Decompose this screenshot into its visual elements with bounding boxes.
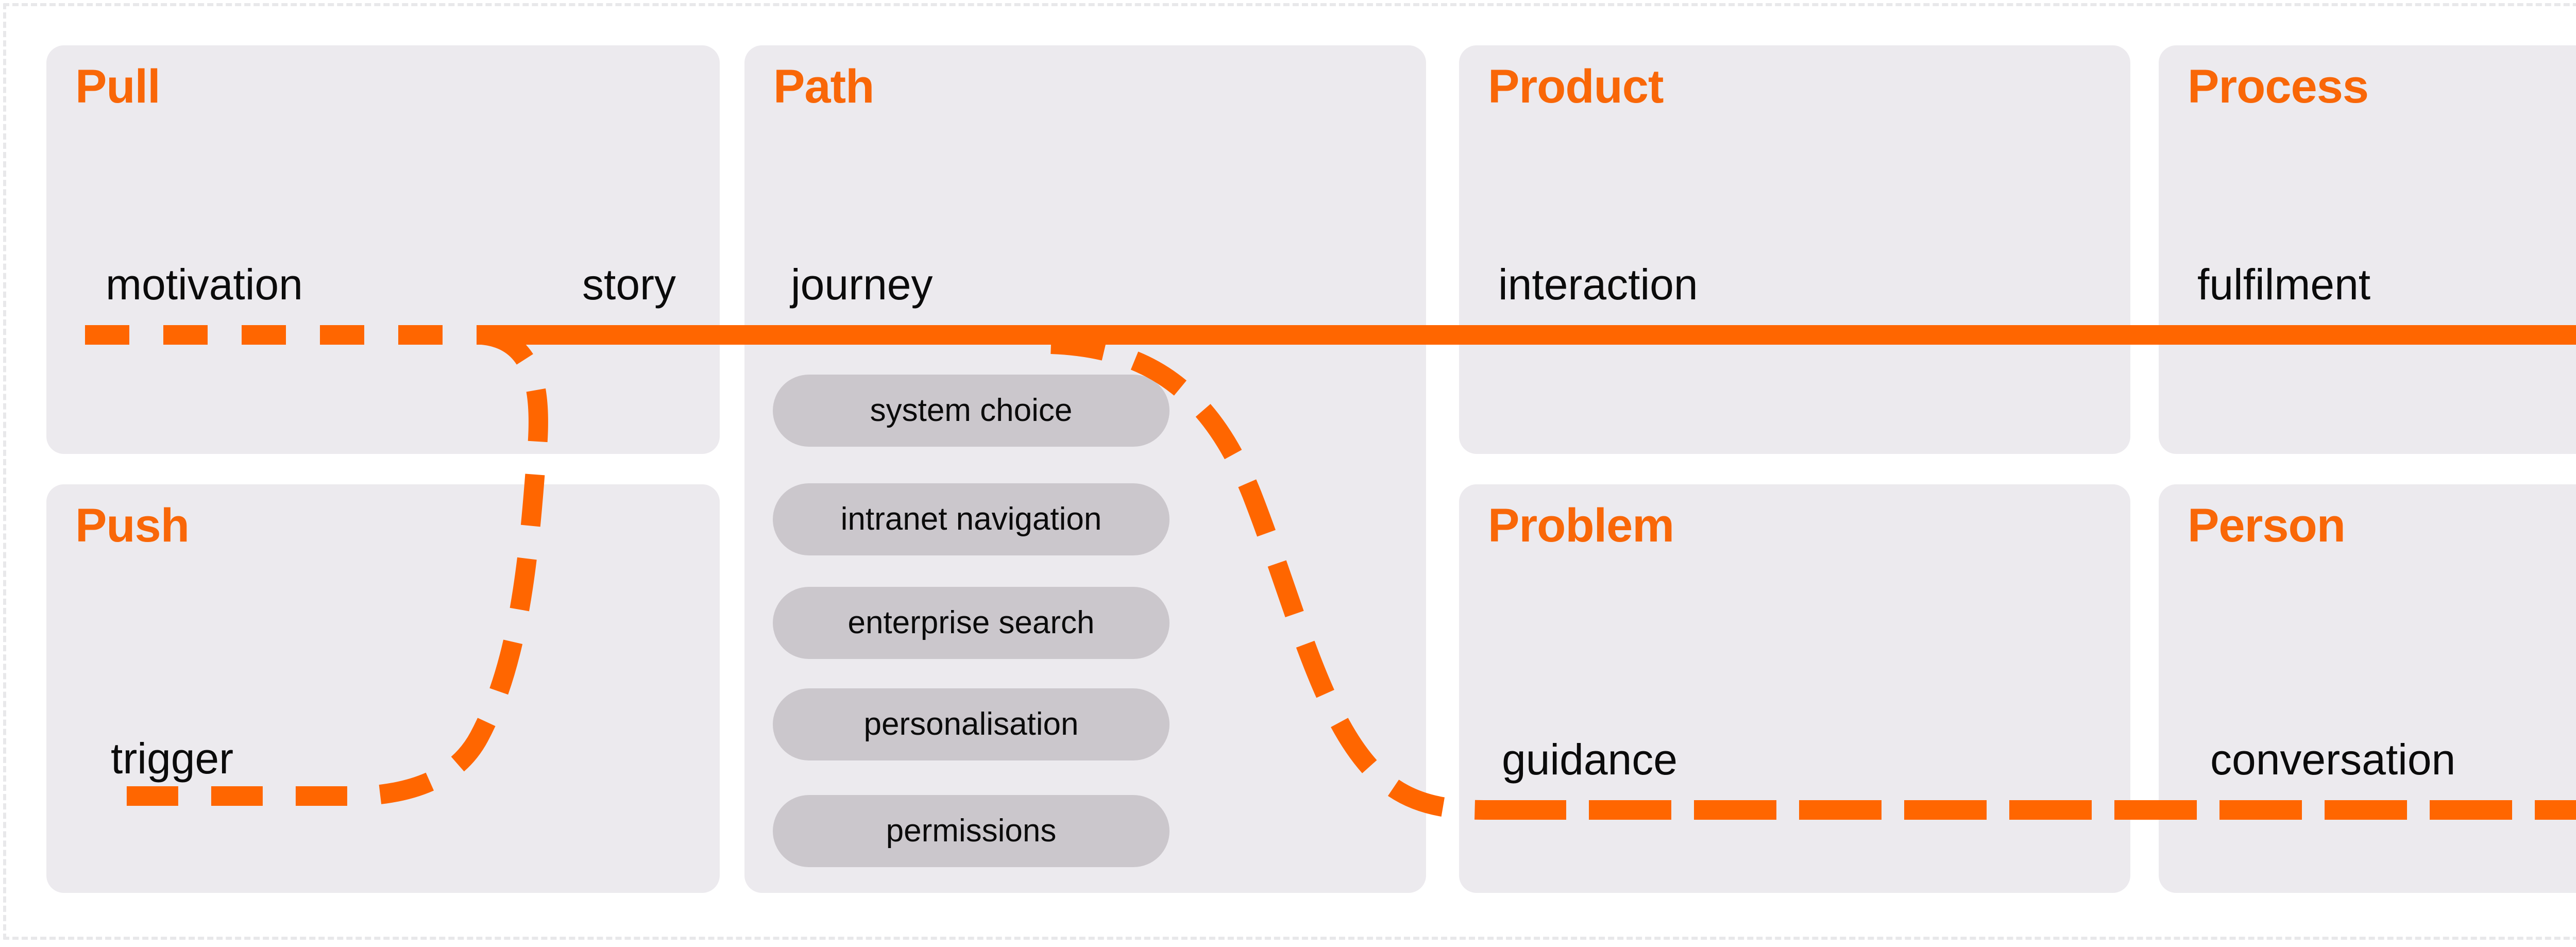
path-item-permissions[interactable]: permissions (773, 795, 1170, 867)
card-path[interactable]: Path (744, 45, 1426, 893)
card-title-person: Person (2188, 499, 2346, 552)
card-title-push: Push (75, 499, 190, 552)
term-conversation: conversation (2210, 735, 2456, 784)
card-problem[interactable]: Problem (1459, 484, 2130, 893)
path-item-label: permissions (886, 813, 1057, 849)
card-title-product: Product (1488, 60, 1664, 113)
term-fulfilment: fulfilment (2197, 260, 2371, 309)
card-push[interactable]: Push (46, 484, 720, 893)
diagram-border (3, 3, 2576, 940)
term-guidance: guidance (1502, 735, 1677, 784)
card-title-process: Process (2188, 60, 2369, 113)
path-item-personalisation[interactable]: personalisation (773, 688, 1170, 760)
path-item-label: enterprise search (848, 605, 1095, 640)
term-journey: journey (791, 260, 933, 309)
card-product[interactable]: Product (1459, 45, 2130, 454)
card-title-pull: Pull (75, 60, 161, 113)
path-item-intranet-navigation[interactable]: intranet navigation (773, 483, 1170, 555)
path-item-enterprise-search[interactable]: enterprise search (773, 587, 1170, 659)
path-item-label: personalisation (863, 706, 1079, 742)
term-interaction: interaction (1498, 260, 1698, 309)
card-pull[interactable]: Pull (46, 45, 720, 454)
card-title-path: Path (773, 60, 874, 113)
term-story: story (582, 260, 676, 309)
card-person[interactable]: Person (2159, 484, 2576, 893)
term-motivation: motivation (106, 260, 303, 309)
path-item-system-choice[interactable]: system choice (773, 375, 1170, 447)
path-item-label: intranet navigation (840, 501, 1102, 537)
card-title-problem: Problem (1488, 499, 1674, 552)
path-item-label: system choice (870, 393, 1073, 428)
card-process[interactable]: Process (2159, 45, 2576, 454)
term-trigger: trigger (111, 734, 234, 783)
